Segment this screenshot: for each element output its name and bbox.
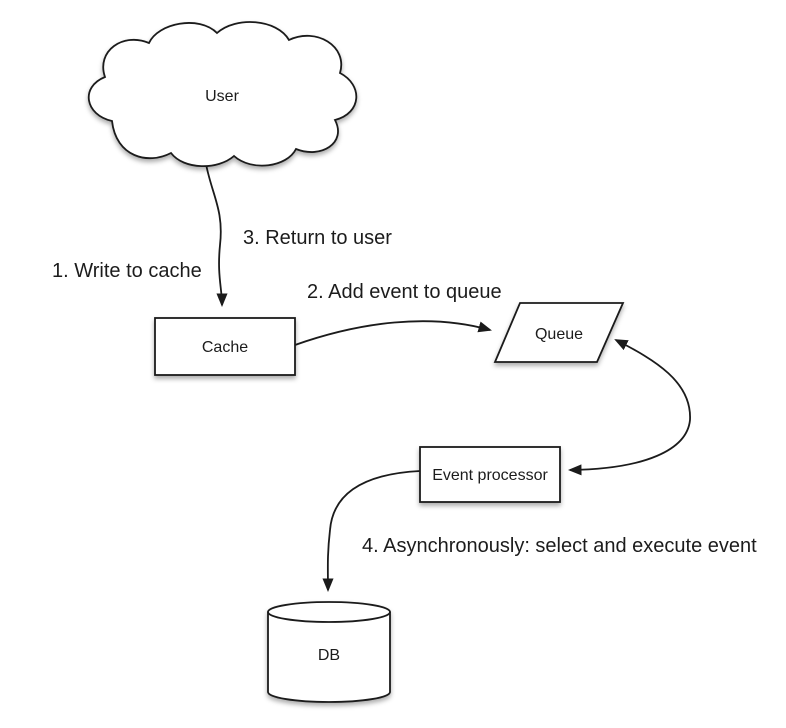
- user-cloud-shape: [87, 21, 358, 168]
- db-cylinder-rim: [267, 611, 391, 623]
- node-cache: Cache: [154, 317, 296, 376]
- label-step4-asynchronously: 4. Asynchronously: select and execute ev…: [362, 535, 757, 557]
- arrow-event-processor-to-db: [322, 470, 421, 593]
- node-queue: Queue: [493, 302, 625, 363]
- node-user-label: User: [205, 88, 239, 105]
- arrow-user-to-cache: [205, 163, 228, 308]
- node-db: DB: [267, 601, 391, 703]
- node-queue-label: Queue: [535, 326, 583, 343]
- label-step2-add-event-to-queue: 2. Add event to queue: [307, 281, 502, 303]
- label-step1-write-to-cache: 1. Write to cache: [52, 260, 202, 282]
- node-event-processor: Event processor: [419, 446, 561, 503]
- label-step3-return-to-user: 3. Return to user: [243, 227, 392, 249]
- cache-box-shape: [154, 317, 296, 376]
- node-user: User: [87, 21, 358, 168]
- node-event-processor-label: Event processor: [432, 467, 548, 484]
- event-processor-box-shape: [419, 446, 561, 503]
- arrow-queue-event-processor: [567, 339, 691, 476]
- queue-parallelogram-shape: [493, 302, 625, 363]
- node-db-label: DB: [318, 647, 340, 664]
- arrow-cache-to-queue: [294, 320, 492, 346]
- node-cache-label: Cache: [202, 339, 248, 356]
- db-cylinder-shape: [267, 601, 391, 703]
